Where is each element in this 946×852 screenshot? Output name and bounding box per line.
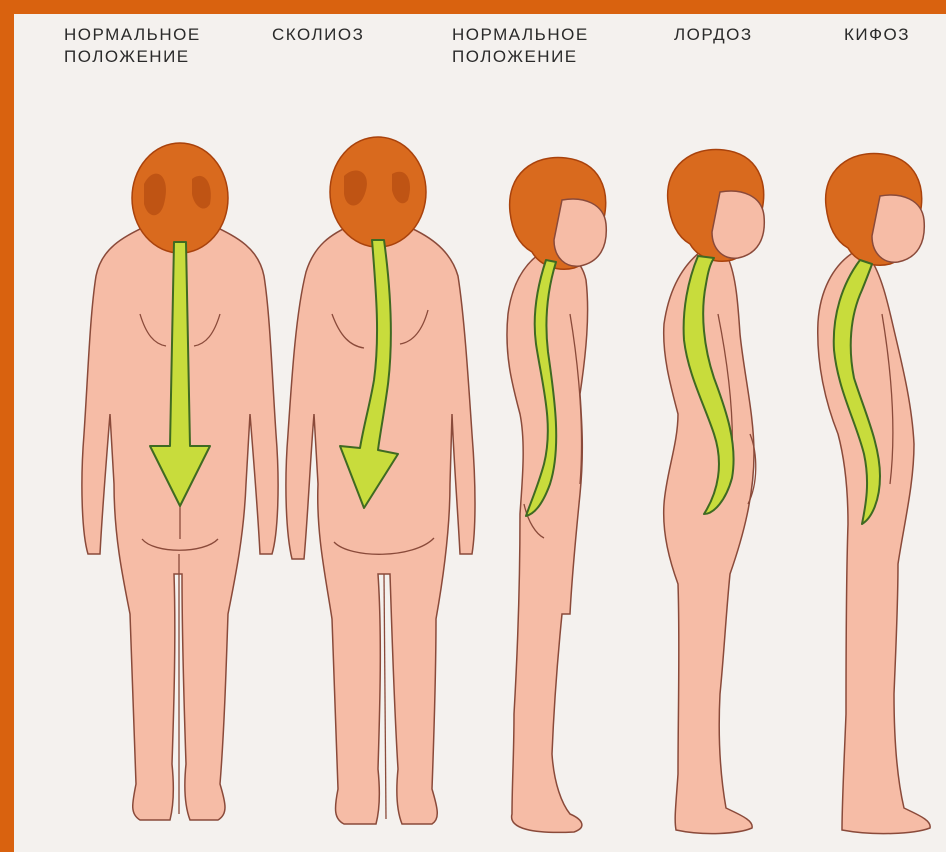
face: [712, 191, 764, 258]
diagram-panel: НОРМАЛЬНОЕ ПОЛОЖЕНИЕ СКОЛИОЗ НОРМАЛЬНОЕ …: [14, 14, 946, 852]
leg-gap: [384, 574, 386, 819]
figure-kyphosis: [818, 153, 930, 833]
figure-normal-side: [507, 157, 606, 832]
body-silhouette: [664, 252, 754, 834]
face: [872, 195, 924, 262]
figure-scoliosis: [286, 137, 475, 824]
posture-figures: [14, 14, 946, 852]
figure-lordosis: [664, 149, 765, 833]
face: [554, 199, 606, 266]
figure-normal-back: [82, 143, 278, 820]
